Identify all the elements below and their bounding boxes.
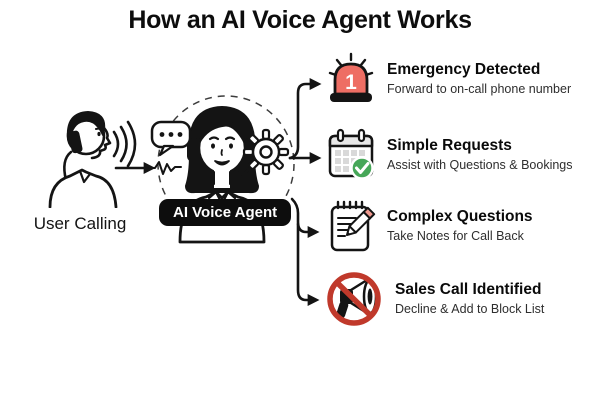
calendar-check-icon xyxy=(328,128,374,180)
outcome-subtitle-sales-call: Decline & Add to Block List xyxy=(395,302,545,317)
outcome-emergency: 1 Emergency Detected Forward to on-call … xyxy=(326,52,571,106)
outcome-subtitle-simple-requests: Assist with Questions & Bookings xyxy=(387,158,573,173)
pencil xyxy=(345,206,376,237)
outcome-title-complex-questions: Complex Questions xyxy=(387,208,533,226)
notepad-pencil-icon xyxy=(330,200,376,252)
branch-complex-questions xyxy=(290,197,320,238)
outcome-subtitle-emergency: Forward to on-call phone number xyxy=(387,82,572,97)
siren-dome xyxy=(333,62,369,96)
waveform-icon xyxy=(148,161,182,175)
outcome-subtitle-complex-questions: Take Notes for Call Back xyxy=(387,229,524,244)
no-megaphone-icon xyxy=(327,272,381,326)
outcome-title-sales-call: Sales Call Identified xyxy=(395,281,542,299)
outcome-title-emergency: Emergency Detected xyxy=(387,61,541,79)
siren-badge: 1 xyxy=(345,71,357,94)
outcome-sales-call: Sales Call Identified Decline & Add to B… xyxy=(326,270,544,328)
outcome-complex-questions: Complex Questions Take Notes for Call Ba… xyxy=(326,198,533,254)
check-circle xyxy=(350,156,374,180)
outcome-title-simple-requests: Simple Requests xyxy=(387,137,512,155)
page-title: How an AI Voice Agent Works xyxy=(128,6,472,34)
gear-icon xyxy=(242,128,290,176)
branch-emergency xyxy=(288,78,322,160)
agent-label-pill: AI Voice Agent xyxy=(159,199,292,226)
user-calling-label: User Calling xyxy=(33,214,127,233)
branch-sales-call xyxy=(296,222,320,306)
prohibition-sign xyxy=(327,272,381,326)
outcome-simple-requests: Simple Requests Assist with Questions & … xyxy=(326,128,573,182)
speech-bubble-icon xyxy=(150,120,192,157)
man-on-phone-icon xyxy=(48,111,137,208)
emergency-siren-icon: 1 xyxy=(328,52,374,102)
